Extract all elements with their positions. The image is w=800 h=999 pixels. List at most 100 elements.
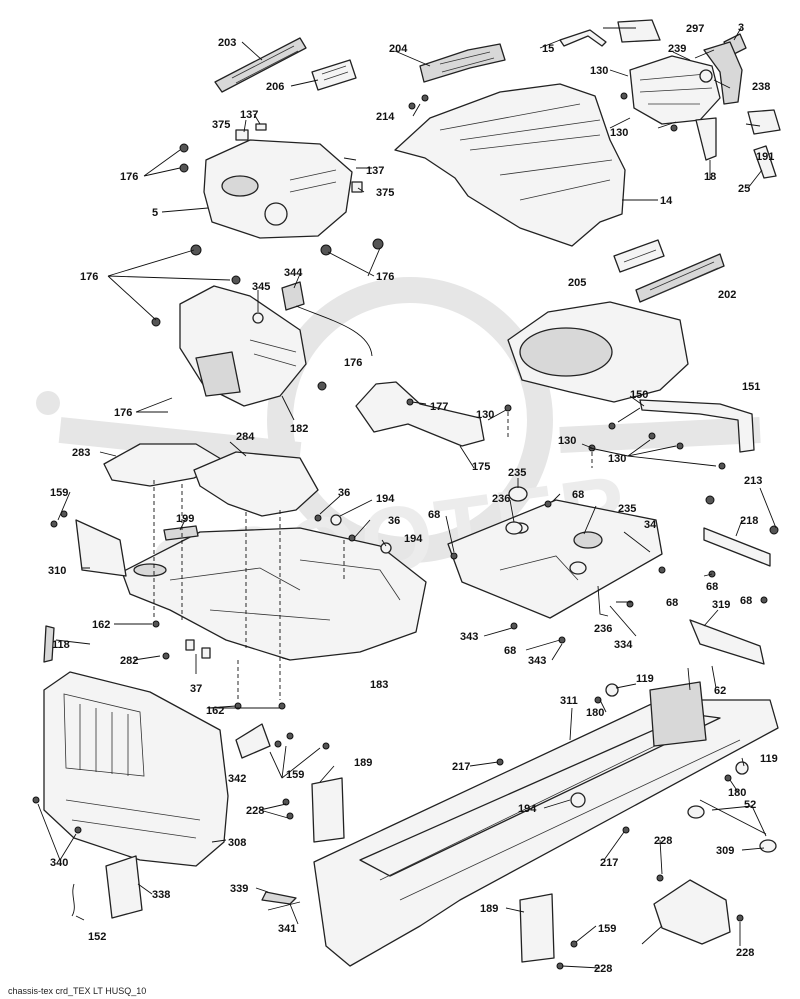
callout-118b: 119 (760, 753, 778, 765)
callout-214: 214 (376, 111, 395, 123)
callout-205: 205 (568, 277, 586, 289)
callout-162a: 162 (92, 619, 110, 631)
callout-180: 311 (560, 695, 578, 707)
part-118-119-washers (594, 683, 749, 782)
part-342-plates (311, 777, 555, 963)
part-36-194-fasteners (314, 514, 392, 554)
callout-228b: 217 (600, 857, 618, 869)
callout-5: 5 (152, 207, 158, 219)
callout-18: 18 (704, 171, 716, 183)
callout-3: 3 (738, 22, 744, 34)
callout-119a: 180 (586, 707, 604, 719)
callout-344: 344 (284, 267, 303, 279)
part-309-front-grille (43, 671, 229, 867)
callout-137a: 137 (240, 109, 258, 121)
callout-282: 37 (190, 683, 202, 695)
part-189-159-bolts (282, 798, 744, 970)
callout-130b: 130 (610, 127, 628, 139)
callout-130d: 130 (558, 435, 576, 447)
callout-176a: 176 (120, 171, 138, 183)
callout-334: 319 (712, 599, 730, 611)
callout-68a: 68 (572, 489, 584, 501)
part-239-238-headlight-assembly (629, 41, 743, 125)
part-182-front-panel (179, 285, 307, 407)
part-176-fasteners (151, 143, 384, 391)
callout-68d: 68 (666, 597, 678, 609)
callout-150: 150 (630, 389, 648, 401)
callout-235a: 235 (508, 467, 526, 479)
callout-118a: 119 (636, 673, 654, 685)
callout-159c: 159 (598, 923, 616, 935)
part-213-218-brackets (703, 495, 779, 567)
part-203-grille-strip (214, 37, 307, 93)
part-150-shroud (507, 301, 689, 403)
callout-159b: 159 (286, 769, 304, 781)
callout-345: 345 (252, 281, 270, 293)
callout-15: 15 (542, 43, 554, 55)
callout-204: 204 (389, 43, 408, 55)
callout-175: 175 (472, 461, 490, 473)
callout-137b: 137 (366, 165, 384, 177)
leader-lines (37, 27, 777, 969)
callout-284: 284 (236, 431, 255, 443)
callout-189c: 228 (736, 947, 754, 959)
part-37-main-fender (121, 527, 427, 661)
callout-340: 338 (152, 889, 170, 901)
callout-194a: 194 (376, 493, 395, 505)
callout-375a: 375 (212, 119, 230, 131)
callout-236b: 236 (594, 623, 612, 635)
callout-176e: 176 (114, 407, 132, 419)
callout-194c: 194 (518, 803, 537, 815)
part-137-375-small-parts (235, 123, 363, 193)
callout-213: 213 (744, 475, 762, 487)
callout-176b: 176 (80, 271, 98, 283)
callout-218: 218 (740, 515, 758, 527)
callout-176d: 176 (344, 357, 362, 369)
part-191-cap (747, 109, 781, 135)
callout-119b: 180 (728, 787, 746, 799)
part-308-screws (32, 796, 82, 834)
callout-309: 308 (228, 837, 246, 849)
dashed-assembly-lines (153, 412, 593, 700)
part-344-345-switch (252, 281, 373, 357)
callout-308: 340 (50, 857, 68, 869)
callout-283: 283 (72, 447, 90, 459)
callout-68e: 68 (740, 595, 752, 607)
part-343-clip (597, 585, 609, 617)
callout-183a: 343 (460, 631, 478, 643)
part-18-bracket (695, 117, 717, 161)
part-152-bracket (653, 879, 731, 945)
part-68-183-bolts (450, 500, 768, 644)
part-284-fender-cover (193, 451, 319, 517)
part-319-rod (43, 625, 55, 663)
callout-297: 297 (686, 23, 704, 35)
part-199-plate (163, 525, 199, 541)
callout-189d: 228 (594, 963, 612, 975)
part-162-287-282-fasteners (152, 620, 286, 710)
part-5-dash-console (203, 139, 353, 239)
part-341-spring (71, 883, 75, 917)
callout-228a: 217 (452, 761, 470, 773)
part-217-52-bushings (687, 799, 777, 853)
part-214-screws (408, 94, 429, 110)
callout-177: 177 (430, 401, 448, 413)
callout-183b: 343 (528, 655, 546, 667)
part-130-bolts (504, 92, 726, 470)
part-228-194-bolts (496, 758, 630, 834)
callout-338: 339 (230, 883, 248, 895)
callout-130e: 130 (608, 453, 626, 465)
callout-342a: 189 (354, 757, 372, 769)
callout-37: 183 (370, 679, 388, 691)
part-159-310-bracket (50, 510, 127, 577)
callout-62: 62 (714, 685, 726, 697)
part-311-159-bracket (235, 723, 330, 759)
part-338-339-linkage (261, 891, 301, 911)
callout-130a: 130 (590, 65, 608, 77)
callout-310: 310 (48, 565, 66, 577)
part-205-202-grilles (613, 239, 725, 303)
callout-339: 341 (278, 923, 296, 935)
callout-203: 203 (218, 37, 236, 49)
callout-238: 238 (752, 81, 770, 93)
